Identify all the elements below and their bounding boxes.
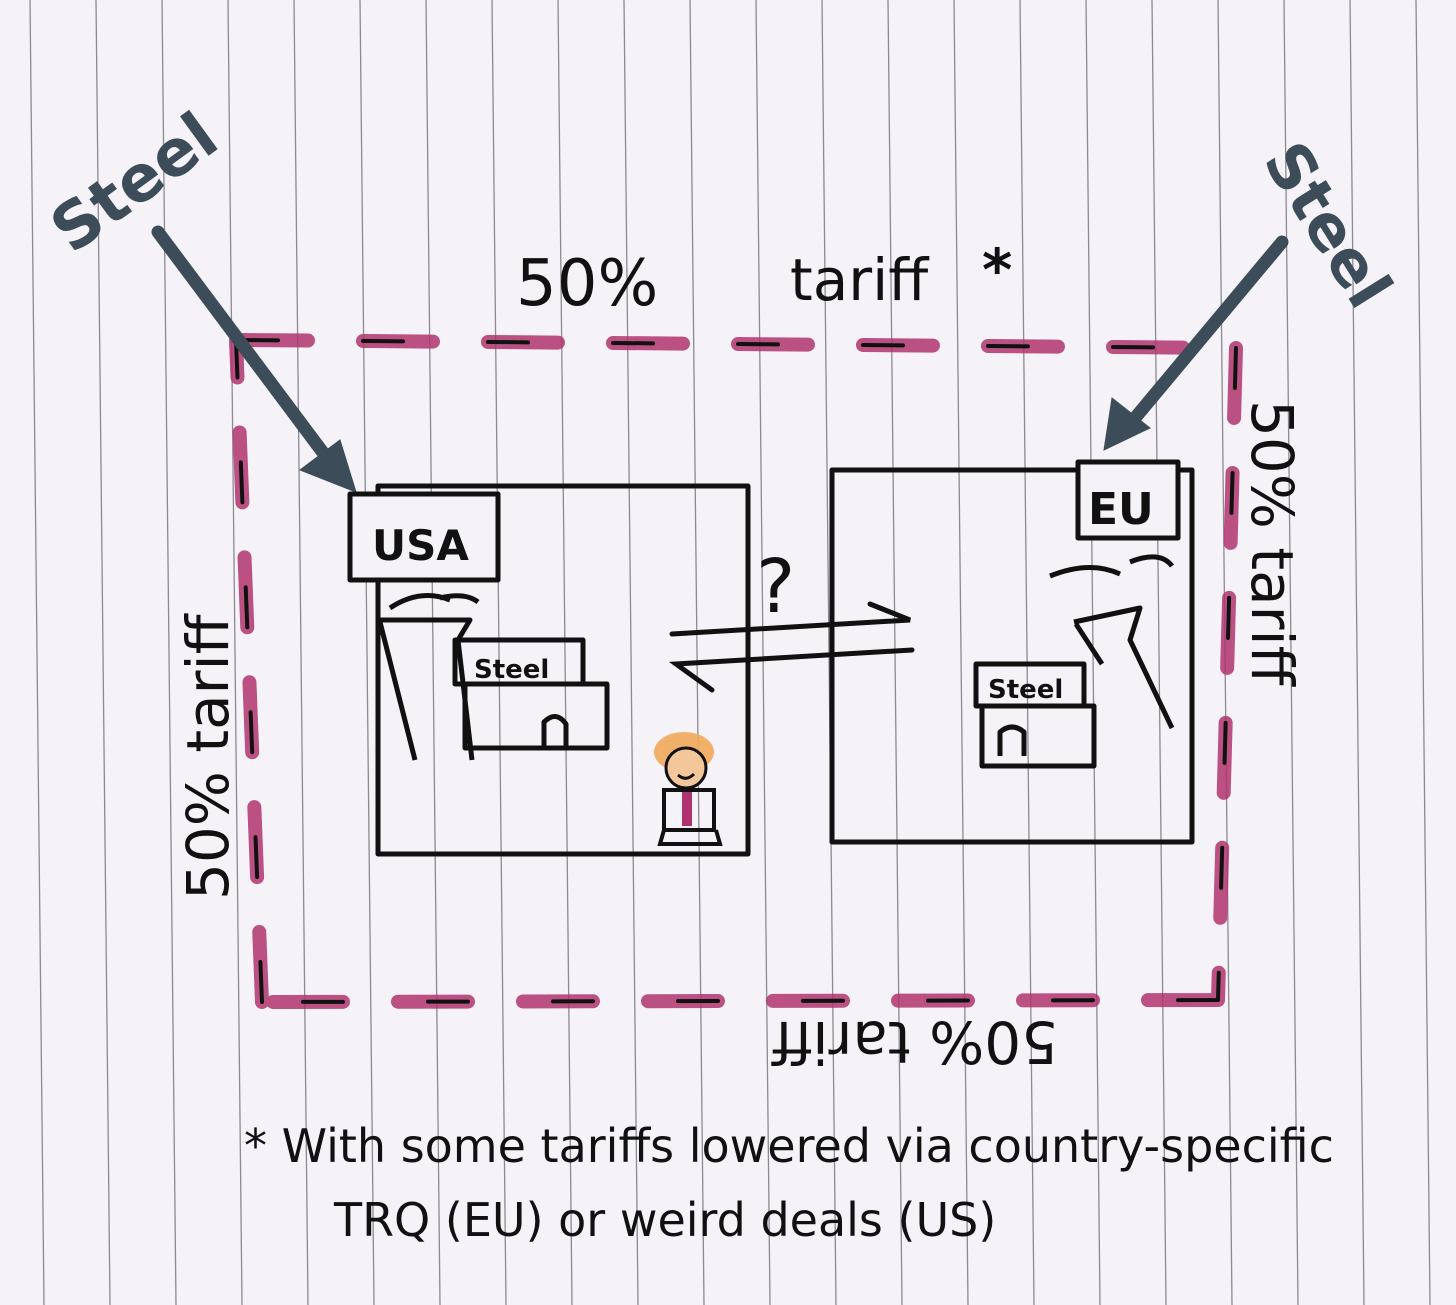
usa-factory-base <box>462 681 610 751</box>
trade-arrows <box>668 601 915 693</box>
trade-arrow-to-usa <box>668 647 915 693</box>
steel-arrow-left-head <box>298 439 357 493</box>
steel-arrows <box>151 225 1289 493</box>
usa-region <box>347 483 751 857</box>
steel-arrow-left <box>151 225 337 469</box>
usa-box <box>375 483 751 857</box>
tariff-right-label: 50% tariff <box>1238 400 1306 688</box>
eu-label-box <box>1075 459 1181 541</box>
usa-factory-door <box>541 714 569 746</box>
usa-label: USA <box>372 521 469 570</box>
trade-question-mark: ? <box>756 544 795 630</box>
eu-factory-base <box>979 703 1097 769</box>
ruled-line <box>953 0 969 1305</box>
usa-smoke <box>388 593 480 611</box>
person-legs <box>657 829 723 846</box>
usa-factory-label: Steel <box>474 655 549 685</box>
ruled-line <box>425 0 441 1305</box>
ruled-line <box>755 0 771 1305</box>
footnote-line-1: * With some tariffs lowered via country-… <box>244 1119 1334 1173</box>
ruled-line <box>623 0 639 1305</box>
ruled-line <box>29 0 45 1305</box>
ruled-line <box>95 0 111 1305</box>
ruled-line <box>491 0 507 1305</box>
tariff-border <box>229 333 1243 1009</box>
person-head <box>664 746 708 790</box>
steel-arrow-right <box>1128 235 1289 425</box>
eu-factory-door <box>997 724 1027 756</box>
ruled-line <box>689 0 705 1305</box>
ruled-line <box>359 0 375 1305</box>
ruled-line <box>1283 0 1299 1305</box>
eu-factory-chimney <box>1073 605 1175 730</box>
person-figure <box>654 732 723 846</box>
trade-arrow-to-eu <box>669 601 911 637</box>
ruled-line <box>293 0 309 1305</box>
person-body <box>662 788 716 832</box>
steel-arrow-right-head <box>1103 397 1151 451</box>
tariff-left-label: 50% tariff <box>174 612 242 900</box>
eu-factory-label: Steel <box>988 675 1063 705</box>
tariff-bottom-label: 50% tariff <box>770 1008 1058 1076</box>
usa-label-box <box>347 491 501 583</box>
tariff-top-word: tariff <box>790 246 930 314</box>
ruled-line <box>1349 0 1365 1305</box>
ruled-line <box>1415 0 1431 1305</box>
ruled-line <box>227 0 243 1305</box>
tariff-top-asterisk: * <box>982 236 1012 304</box>
eu-label: EU <box>1088 484 1154 535</box>
ruled-line <box>557 0 573 1305</box>
eu-smoke <box>1049 554 1174 579</box>
tariff-border-ink <box>234 338 1238 1004</box>
person-smile <box>677 772 696 780</box>
steel-label-left: Steel <box>38 99 232 268</box>
ruled-line <box>1019 0 1035 1305</box>
tariff-top-percent: 50% <box>516 247 658 321</box>
footnote-line-2: TRQ (EU) or weird deals (US) <box>333 1193 996 1247</box>
ruled-line <box>1151 0 1167 1305</box>
steel-label-right: Steel <box>1249 129 1406 320</box>
person-tie <box>682 792 692 826</box>
ruled-line <box>161 0 177 1305</box>
